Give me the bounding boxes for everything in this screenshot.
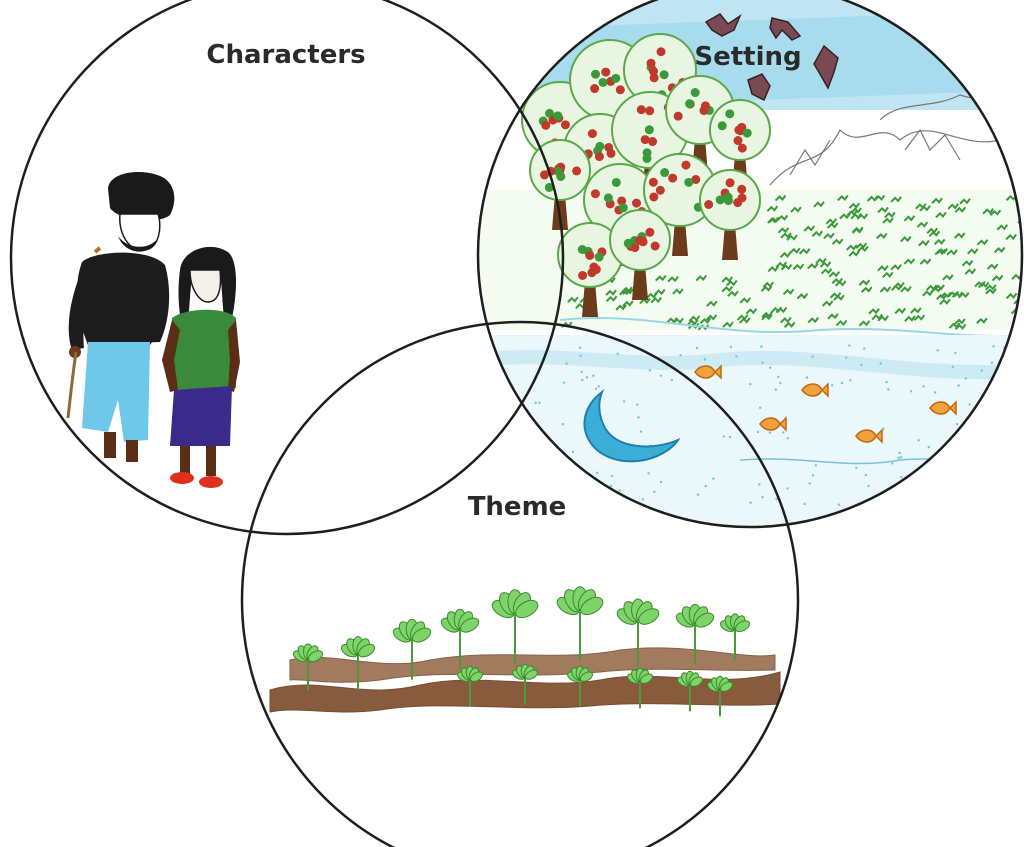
old-man-with-cane: [66, 172, 175, 462]
bird: [704, 13, 742, 37]
seedling: [292, 643, 324, 691]
seedling: [707, 675, 733, 717]
setting-illustration: [478, 0, 1022, 527]
bird: [747, 73, 771, 102]
fish-shape: [801, 382, 829, 398]
mountains: [769, 94, 1022, 186]
bird: [813, 44, 839, 90]
label-setting: Setting: [694, 42, 801, 72]
circle-theme: [240, 320, 800, 847]
bird: [769, 17, 802, 41]
seedling: [512, 663, 538, 705]
label-characters: Characters: [206, 40, 365, 70]
seedling: [627, 667, 653, 709]
apple-tree: [609, 209, 671, 300]
fish: [694, 364, 957, 444]
seedling: [392, 618, 432, 680]
apple-orchard: [521, 33, 771, 317]
apple-tree: [557, 222, 623, 317]
fish-shape: [855, 428, 883, 444]
theme-illustration: [269, 586, 781, 717]
seedling: [556, 586, 604, 661]
characters-illustration: [66, 172, 240, 488]
seedling: [567, 665, 593, 707]
circle-setting: [476, 0, 1024, 529]
row-of-seedlings: [292, 586, 751, 717]
girl-in-green-shirt: [162, 246, 240, 488]
seedling: [491, 589, 539, 664]
apple-tree: [529, 139, 591, 230]
seedling: [440, 608, 480, 670]
seedling: [677, 670, 703, 712]
grass-field: [561, 194, 1022, 331]
fish-shape: [759, 416, 787, 432]
flying-birds: [704, 13, 839, 102]
apple-tree: [643, 153, 717, 256]
circle-characters: [9, 0, 565, 536]
seedling: [457, 665, 483, 707]
fish-shape: [694, 364, 722, 380]
seedling: [616, 598, 660, 666]
apple-tree: [699, 169, 761, 260]
seedling: [719, 613, 751, 661]
seedling: [675, 603, 715, 665]
label-theme: Theme: [468, 492, 567, 522]
fish-shape: [929, 400, 957, 416]
venn-circles: [9, 0, 1024, 847]
crescent-moon: [583, 389, 681, 463]
seedling: [340, 636, 376, 691]
